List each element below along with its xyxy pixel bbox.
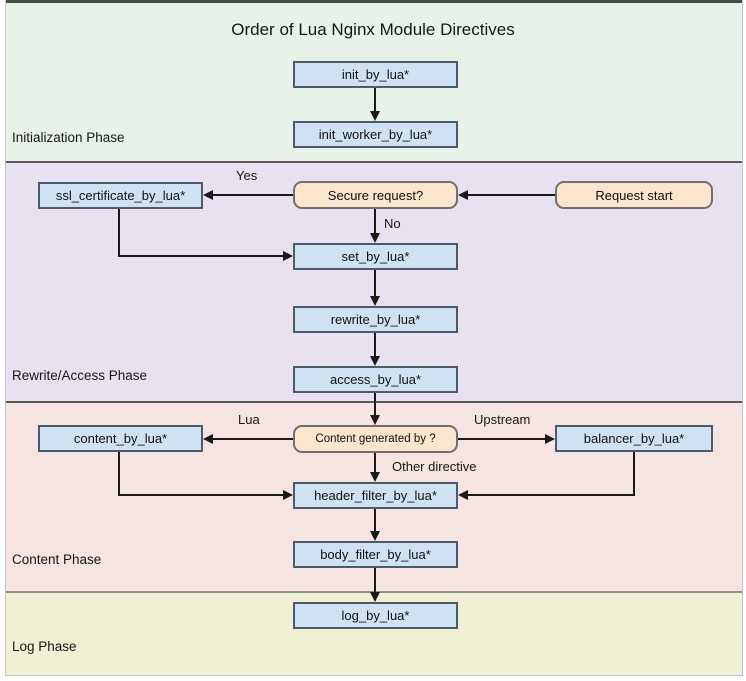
node-set-by-lua: set_by_lua*: [293, 243, 458, 270]
left-border: [5, 0, 6, 676]
arrowhead-ssl-certificate: [203, 190, 213, 200]
edge-init-to-init-worker: [374, 88, 376, 112]
node-content-generated-by: Content generated by ?: [293, 425, 458, 453]
edge-balancer-to-header-horizontal: [468, 494, 635, 496]
edge-ssl-to-set-horizontal: [118, 255, 283, 257]
edge-header-to-body-filter: [374, 509, 376, 532]
node-init-worker-by-lua: init_worker_by_lua*: [293, 121, 458, 148]
node-ssl-certificate-by-lua: ssl_certificate_by_lua*: [38, 182, 203, 209]
node-body-filter-by-lua: body_filter_by_lua*: [293, 541, 458, 568]
edge-request-start-to-secure: [468, 194, 555, 196]
phase-label-log: Log Phase: [12, 639, 77, 654]
arrowhead-set-left: [283, 251, 293, 261]
node-content-by-lua: content_by_lua*: [38, 425, 203, 452]
edge-ssl-to-set-vertical: [118, 209, 120, 256]
node-log-by-lua: log_by_lua*: [293, 602, 458, 629]
arrowhead-rewrite: [370, 296, 380, 306]
edge-rewrite-to-access: [374, 333, 376, 357]
node-access-by-lua: access_by_lua*: [293, 366, 458, 393]
edge-label-no: No: [384, 216, 401, 231]
node-balancer-by-lua: balancer_by_lua*: [555, 425, 713, 452]
edge-content-to-header-vertical: [118, 452, 120, 495]
edge-label-upstream: Upstream: [474, 412, 531, 427]
node-header-filter-by-lua: header_filter_by_lua*: [293, 482, 458, 509]
separator-init-rewrite: [5, 161, 743, 163]
edge-content-gen-to-content: [213, 438, 293, 440]
arrowhead-init-worker: [370, 111, 380, 121]
edge-secure-to-ssl: [213, 194, 293, 196]
phase-label-rewrite-access: Rewrite/Access Phase: [12, 368, 148, 383]
arrowhead-balancer: [545, 434, 555, 444]
edge-label-lua: Lua: [238, 412, 260, 427]
arrowhead-header-right: [458, 490, 468, 500]
edge-label-other-directive: Other directive: [392, 459, 477, 474]
top-border: [5, 0, 743, 3]
arrowhead-header-filter: [370, 472, 380, 482]
node-secure-request: Secure request?: [293, 181, 458, 209]
arrowhead-log: [370, 592, 380, 602]
phase-label-initialization: Initialization Phase: [12, 130, 125, 145]
node-init-by-lua: init_by_lua*: [293, 61, 458, 88]
edge-set-to-rewrite: [374, 270, 376, 297]
arrowhead-content-gen: [370, 415, 380, 425]
arrowhead-body-filter: [370, 531, 380, 541]
diagram-title: Order of Lua Nginx Module Directives: [231, 20, 515, 39]
edge-label-yes: Yes: [236, 168, 258, 183]
edge-access-to-content-gen: [374, 393, 376, 416]
edge-content-gen-to-balancer: [458, 438, 545, 440]
edge-balancer-to-header-vertical: [633, 452, 635, 495]
arrowhead-header-left: [283, 490, 293, 500]
arrowhead-content-by-lua: [203, 434, 213, 444]
arrowhead-access: [370, 356, 380, 366]
right-border: [742, 0, 743, 676]
node-rewrite-by-lua: rewrite_by_lua*: [293, 306, 458, 333]
edge-body-filter-to-log: [374, 568, 376, 593]
phase-label-content: Content Phase: [12, 552, 102, 567]
arrowhead-set: [370, 233, 380, 243]
edge-content-gen-to-header-filter: [374, 453, 376, 473]
bottom-border: [5, 675, 743, 676]
edge-content-to-header-horizontal: [118, 494, 283, 496]
node-request-start: Request start: [555, 181, 713, 209]
edge-secure-to-set: [374, 209, 376, 234]
arrowhead-secure-request: [458, 190, 468, 200]
